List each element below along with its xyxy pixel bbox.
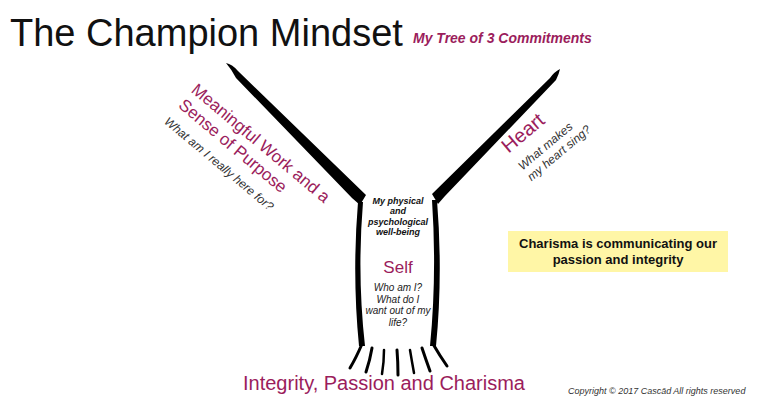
box-text: Charisma is communicating our passion an… xyxy=(516,236,720,267)
highlight-box: Charisma is communicating our passion an… xyxy=(508,231,728,272)
trunk-left xyxy=(355,202,365,346)
diagram-title: The Champion Mindset xyxy=(10,12,403,56)
trunk-heading: Self xyxy=(364,258,432,278)
right-branch xyxy=(432,69,560,204)
trunk-question: Who am I? What do I want out of my life? xyxy=(365,282,431,328)
subtitle: My Tree of 3 Commitments xyxy=(413,30,592,46)
copyright-note: Copyright © 2017 Cascād All rights reser… xyxy=(568,386,745,396)
roots xyxy=(350,344,447,375)
trunk-note: My physical and psychological well-being xyxy=(364,196,432,237)
trunk-right xyxy=(430,200,440,346)
footer-heading: Integrity, Passion and Charisma xyxy=(243,372,525,395)
